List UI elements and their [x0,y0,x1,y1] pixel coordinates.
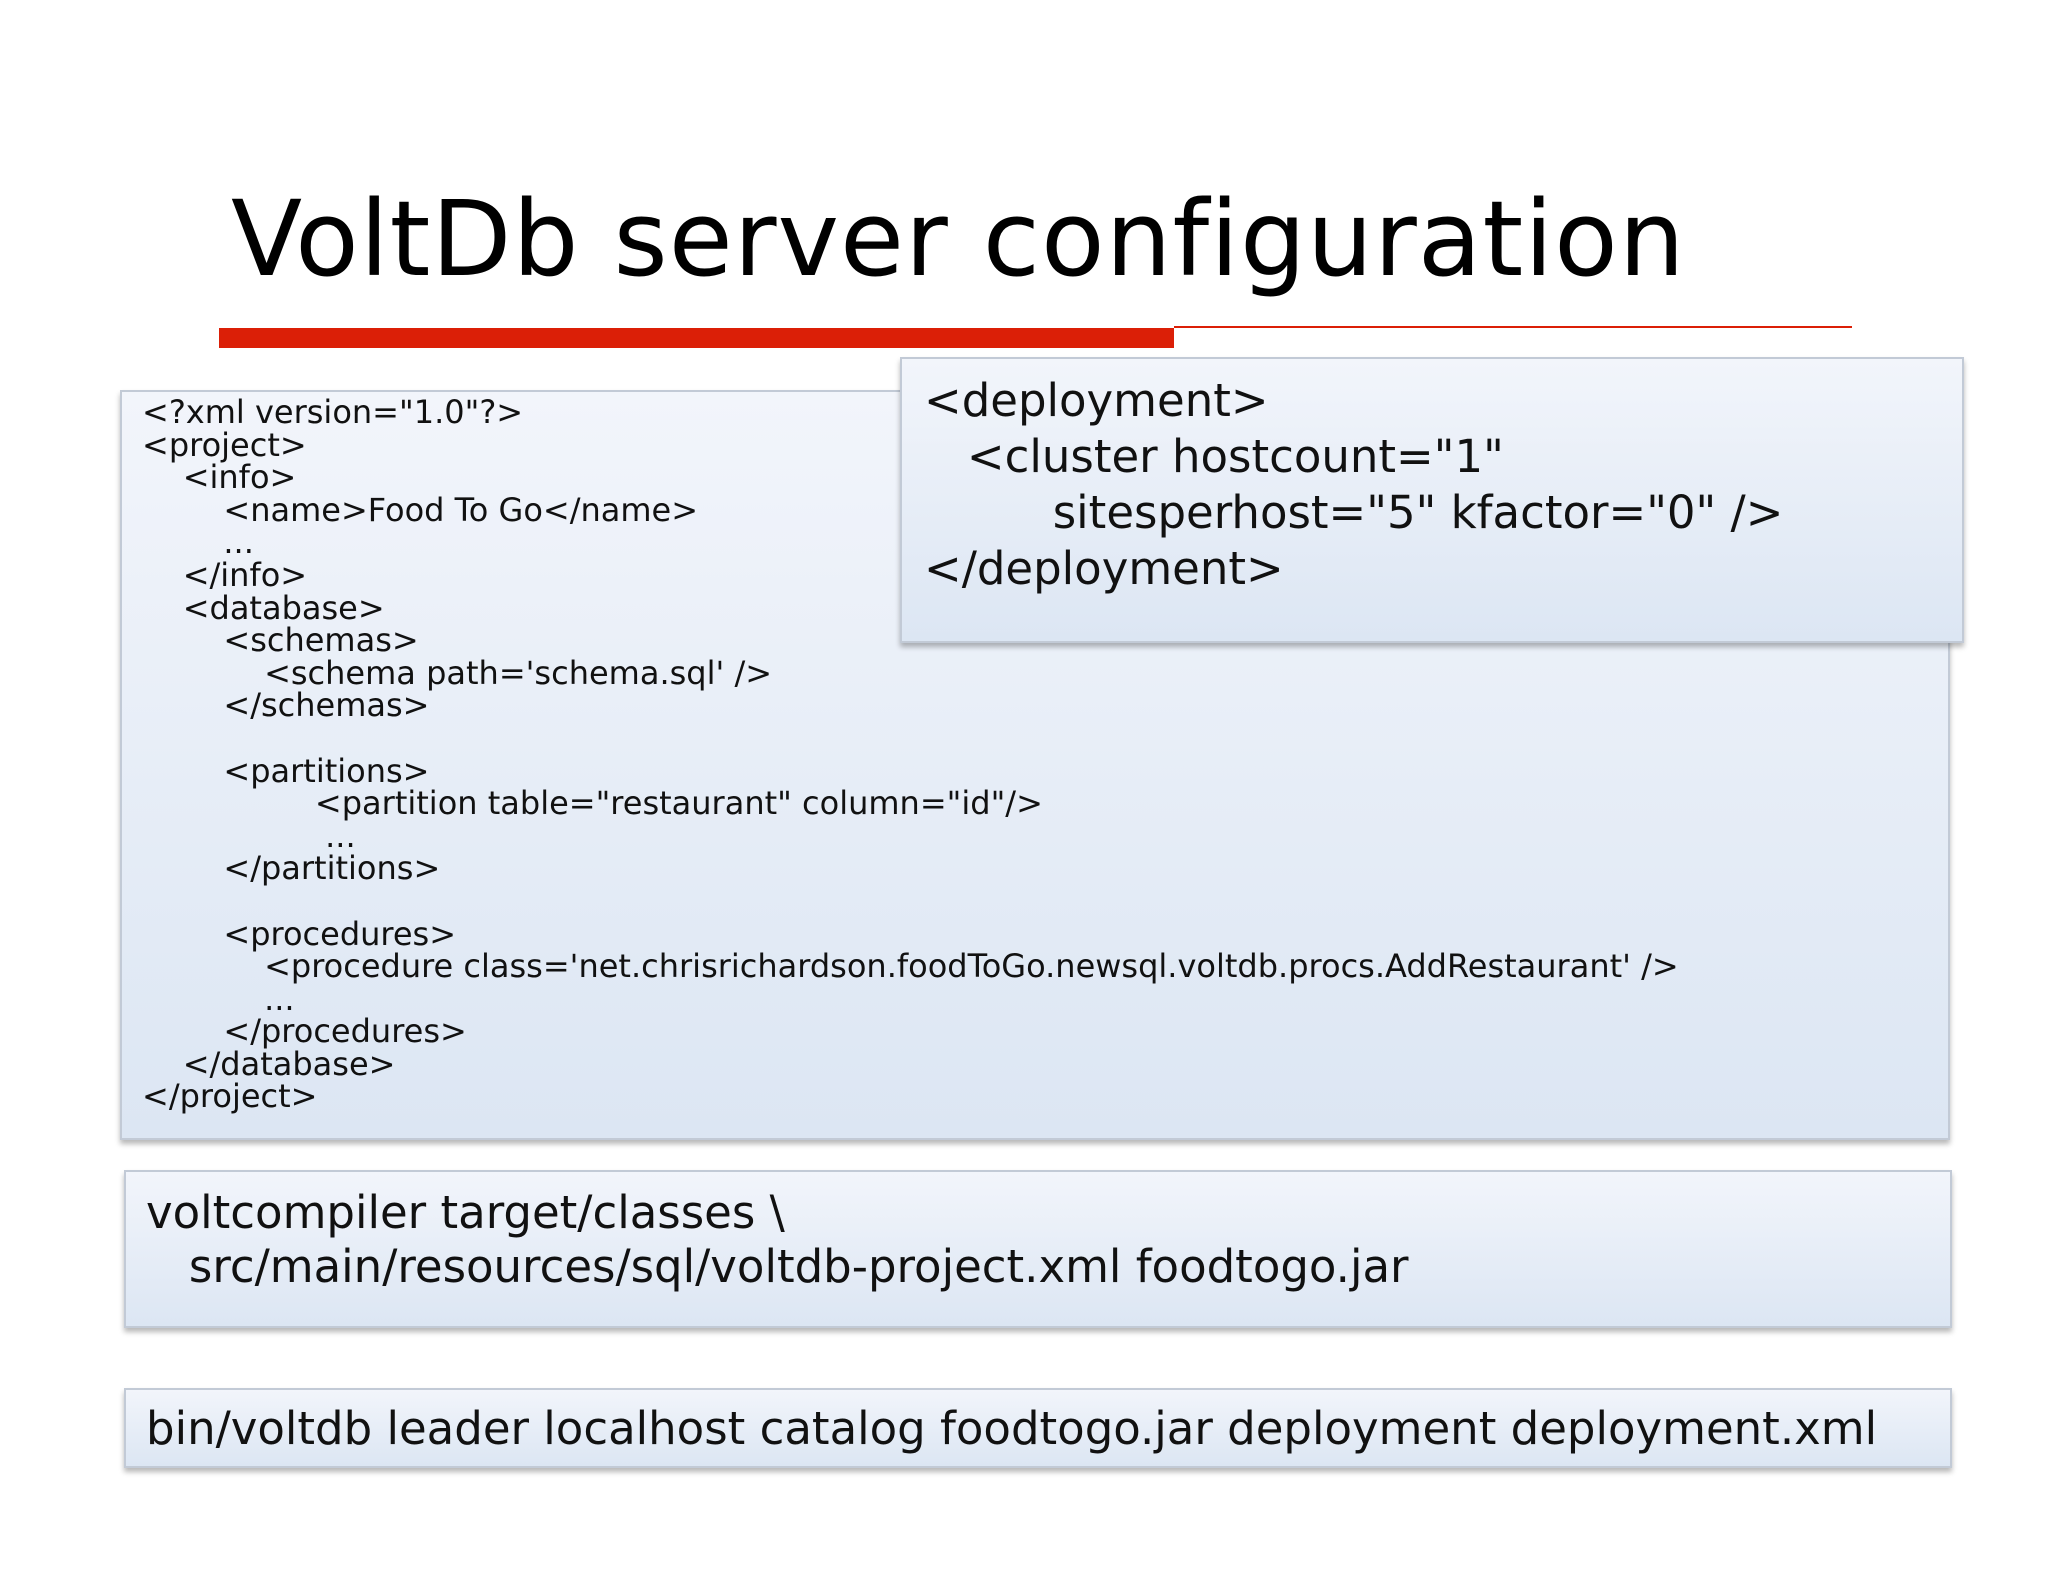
code-line: ... [142,523,254,562]
code-line: <deployment> [924,374,1269,427]
code-line: bin/voltdb leader localhost catalog food… [146,1402,1878,1455]
code-line: <partitions> [142,751,430,790]
code-line: voltcompiler target/classes \ [146,1186,785,1239]
code-line: <name>Food To Go</name> [142,490,699,529]
deployment-xml-box: <deployment> <cluster hostcount="1" site… [900,357,1964,643]
run-command-box: bin/voltdb leader localhost catalog food… [124,1388,1952,1468]
code-line: </info> [142,555,308,594]
code-line: <schemas> [142,621,419,660]
slide-title: VoltDb server configuration [231,178,1686,300]
code-line: </schemas> [142,686,430,725]
code-line: <database> [142,588,385,627]
compile-command-box: voltcompiler target/classes \ src/main/r… [124,1170,1952,1328]
code-line: </procedures> [142,1012,467,1051]
deployment-xml-code: <deployment> <cluster hostcount="1" site… [902,359,1962,597]
code-line: <procedure class='net.chrisrichardson.fo… [142,947,1679,986]
code-line: <schema path='schema.sql' /> [142,653,773,692]
code-line: </database> [142,1044,396,1083]
run-command-code: bin/voltdb leader localhost catalog food… [126,1390,1950,1456]
code-line: </project> [142,1077,318,1116]
code-line: <?xml version="1.0"?> [142,393,524,431]
code-line: <project> [142,425,307,464]
code-line: </partitions> [142,849,441,888]
code-line: ... [142,979,295,1018]
code-line: </deployment> [924,542,1284,595]
code-line: src/main/resources/sql/voltdb-project.xm… [146,1240,1409,1293]
title-underline-thin [1174,326,1852,328]
code-line: <info> [142,458,297,497]
code-line: sitesperhost="5" kfactor="0" /> [924,486,1784,539]
compile-command-code: voltcompiler target/classes \ src/main/r… [126,1172,1950,1294]
code-line: <partition table="restaurant" column="id… [142,784,1043,823]
code-line [142,722,1948,755]
code-line: <cluster hostcount="1" [924,430,1504,483]
code-line [142,885,1948,918]
title-underline-thick [219,328,1174,348]
code-line: ... [142,816,356,855]
project-xml-code: <?xml version="1.0"?><project> <info> <n… [122,392,1948,1113]
code-line: <procedures> [142,914,457,953]
